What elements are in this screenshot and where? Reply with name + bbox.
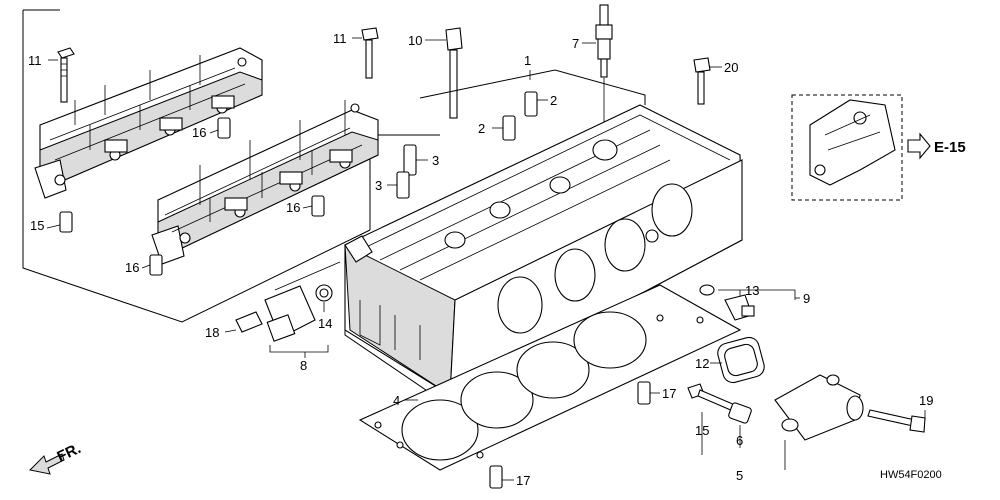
bolt-15 [687,383,736,455]
callout-3a: 3 [432,153,439,168]
holder-leaders [74,55,346,205]
housing-assembly [774,374,864,470]
spark-plug-7 [582,4,613,140]
bolt-10 [425,27,463,119]
diagram-code: HW54F0200 [880,469,942,481]
front-arrow-icon [28,453,65,475]
callout-14: 14 [318,316,332,331]
callout-6: 6 [736,433,743,448]
reference-arrow-icon [907,132,931,160]
front-label: FR. [55,440,84,466]
callout-5: 5 [736,468,743,483]
callout-7: 7 [572,36,579,51]
cam-holder-group-outline [22,9,440,323]
callout-10: 10 [408,33,422,48]
callout-2b: 2 [478,121,485,136]
callout-16b: 16 [286,200,300,215]
callout-19: 19 [919,393,933,408]
head-gasket-4 [358,284,742,471]
collar-6 [728,402,752,448]
callout-3b: 3 [375,178,382,193]
dowel-17 [489,381,660,489]
callout-11a: 11 [28,53,42,68]
callout-13: 13 [745,283,759,298]
reference-inset [791,94,903,201]
callout-18: 18 [205,325,219,340]
bolt-20 [693,57,722,105]
callout-2a: 2 [550,93,557,108]
callout-16a: 16 [192,125,206,140]
callout-4: 4 [393,393,400,408]
callout-11b: 11 [333,31,347,46]
callout-17a: 17 [662,386,676,401]
sensor-assembly-9 [699,284,800,321]
camshaft-holder-lower [151,103,379,265]
callout-15a: 15 [30,218,44,233]
callout-15b: 15 [695,423,709,438]
spool-valve-assembly [224,261,341,358]
o-ring-12 [710,336,765,384]
bolt-11-right [361,27,379,79]
valve-stem-seals [387,91,548,199]
callout-16c: 16 [125,260,139,275]
camshaft-holder-upper [34,47,263,199]
callout-1: 1 [524,53,531,68]
reference-label: E-15 [934,139,966,156]
cylinder-head [344,104,743,396]
callout-20: 20 [724,60,738,75]
dowel-pins [59,117,325,276]
callout-12: 12 [695,356,709,371]
callout-leaders [46,70,531,269]
callout-17b: 17 [516,473,530,488]
bolt-11-left [57,47,75,103]
callout-8: 8 [300,358,307,373]
callout-9: 9 [803,291,810,306]
bolt-19 [867,409,926,433]
